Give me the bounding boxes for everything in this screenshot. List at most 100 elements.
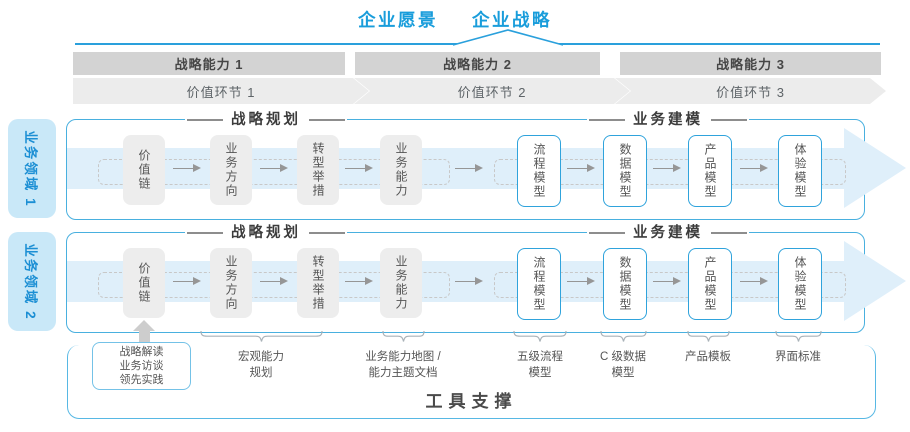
strategy-title: 企业战略 bbox=[472, 10, 552, 30]
box-product-model: 产品模型 bbox=[688, 248, 732, 320]
brace-connector bbox=[600, 331, 647, 342]
header-line-icon bbox=[711, 232, 747, 234]
process-row-2: 战略规划 业务建模 价值链 业务方向 转型举措 业务能力 流程模型 数据模型 产… bbox=[66, 223, 906, 333]
box-experience-model-text: 体验模型 bbox=[793, 256, 807, 312]
box-transformation-initiatives-text: 转型举措 bbox=[311, 142, 325, 198]
header-line-icon bbox=[187, 232, 223, 234]
section-header-planning: 战略规划 bbox=[185, 110, 347, 130]
section-header-planning-text: 战略规划 bbox=[231, 225, 301, 241]
section-header-modeling-text: 业务建模 bbox=[633, 112, 703, 128]
box-product-model-text: 产品模型 bbox=[703, 143, 717, 199]
box-data-model: 数据模型 bbox=[603, 135, 647, 207]
flow-arrow-icon bbox=[455, 277, 483, 285]
box-process-model-text: 流程模型 bbox=[532, 256, 546, 312]
annotation-capability-map: 业务能力地图 / 能力主题文档 bbox=[365, 351, 441, 379]
placeholder-dashed-box bbox=[98, 272, 450, 298]
up-arrow-icon bbox=[133, 320, 155, 331]
domain-label-2: 业务领域 2 bbox=[8, 232, 56, 331]
annotation-process-model: 五级流程 模型 bbox=[517, 351, 563, 379]
value-link-chevron-1: 价值环节 1 bbox=[73, 78, 369, 104]
box-product-model: 产品模型 bbox=[688, 135, 732, 207]
box-business-capability-text: 业务能力 bbox=[394, 255, 408, 311]
brace-connector bbox=[687, 331, 730, 342]
caret-up-icon bbox=[452, 29, 564, 46]
placeholder-dashed-box bbox=[494, 159, 846, 185]
domain-label-1: 业务领域 1 bbox=[8, 119, 56, 218]
flow-arrow-icon bbox=[740, 277, 768, 285]
section-header-modeling: 业务建模 bbox=[587, 223, 749, 243]
box-business-direction: 业务方向 bbox=[210, 135, 252, 205]
box-experience-model-text: 体验模型 bbox=[793, 143, 807, 199]
flow-arrow-icon bbox=[260, 277, 288, 285]
annotation-product-template: 产品模板 bbox=[685, 351, 731, 363]
brace-connector bbox=[775, 331, 822, 342]
header-line-icon bbox=[589, 119, 625, 121]
annotation-ui-standard: 界面标准 bbox=[775, 351, 821, 363]
box-business-direction: 业务方向 bbox=[210, 248, 252, 318]
box-value-chain-text: 价值链 bbox=[137, 262, 151, 304]
practice-input-box: 战略解读 业务访谈 领先实践 bbox=[92, 342, 191, 390]
value-link-chevron-2: 价值环节 2 bbox=[354, 78, 630, 104]
header-line-icon bbox=[711, 119, 747, 121]
annotation-data-model: C 级数据 模型 bbox=[600, 351, 646, 379]
placeholder-dashed-box bbox=[494, 272, 846, 298]
section-header-modeling: 业务建模 bbox=[587, 110, 749, 130]
value-link-chevron-3: 价值环节 3 bbox=[615, 78, 886, 104]
flow-arrow-icon bbox=[653, 277, 681, 285]
brace-connector bbox=[200, 331, 323, 342]
box-product-model-text: 产品模型 bbox=[703, 256, 717, 312]
box-value-chain-text: 价值链 bbox=[137, 149, 151, 191]
flow-arrow-icon bbox=[455, 164, 483, 172]
box-business-direction-text: 业务方向 bbox=[224, 142, 238, 198]
flow-arrow-icon bbox=[740, 164, 768, 172]
domain-label-2-text: 业务领域 2 bbox=[23, 242, 38, 321]
box-experience-model: 体验模型 bbox=[778, 135, 822, 207]
header-line-icon bbox=[309, 232, 345, 234]
box-business-direction-text: 业务方向 bbox=[224, 255, 238, 311]
flow-arrow-icon bbox=[345, 164, 373, 172]
box-process-model: 流程模型 bbox=[517, 135, 561, 207]
brace-connector bbox=[513, 331, 567, 342]
capability-bar-2: 战略能力 2 bbox=[355, 52, 600, 75]
box-transformation-initiatives-text: 转型举措 bbox=[311, 255, 325, 311]
section-header-planning: 战略规划 bbox=[185, 223, 347, 243]
flow-arrow-icon bbox=[567, 164, 595, 172]
box-data-model-text: 数据模型 bbox=[618, 143, 632, 199]
placeholder-dashed-box bbox=[98, 159, 450, 185]
box-transformation-initiatives: 转型举措 bbox=[297, 248, 339, 318]
annotation-macro-capability: 宏观能力 规划 bbox=[238, 351, 284, 379]
process-row-1: 战略规划 业务建模 价值链 业务方向 转型举措 业务能力 流程模型 数据模型 产… bbox=[66, 110, 906, 220]
header-line-icon bbox=[187, 119, 223, 121]
brace-connector bbox=[382, 331, 425, 342]
tool-support-label: 工具支撑 bbox=[425, 392, 518, 411]
flow-arrow-icon bbox=[567, 277, 595, 285]
section-header-modeling-text: 业务建模 bbox=[633, 225, 703, 241]
header-line-icon bbox=[309, 119, 345, 121]
capability-bar-1: 战略能力 1 bbox=[73, 52, 345, 75]
box-data-model-text: 数据模型 bbox=[618, 256, 632, 312]
capability-bar-3: 战略能力 3 bbox=[620, 52, 881, 75]
box-transformation-initiatives: 转型举措 bbox=[297, 135, 339, 205]
box-business-capability: 业务能力 bbox=[380, 135, 422, 205]
box-process-model-text: 流程模型 bbox=[532, 143, 546, 199]
box-business-capability-text: 业务能力 bbox=[394, 142, 408, 198]
box-value-chain: 价值链 bbox=[123, 135, 165, 205]
page-title: 企业愿景 企业战略 bbox=[0, 7, 910, 32]
vision-title: 企业愿景 bbox=[358, 10, 438, 30]
flow-arrow-icon bbox=[653, 164, 681, 172]
up-arrow-stem bbox=[139, 331, 150, 342]
flow-arrow-icon bbox=[173, 277, 201, 285]
box-data-model: 数据模型 bbox=[603, 248, 647, 320]
flow-arrow-right-icon bbox=[844, 241, 906, 321]
box-process-model: 流程模型 bbox=[517, 248, 561, 320]
flow-arrow-icon bbox=[345, 277, 373, 285]
flow-arrow-right-icon bbox=[844, 128, 906, 208]
box-experience-model: 体验模型 bbox=[778, 248, 822, 320]
box-value-chain: 价值链 bbox=[123, 248, 165, 318]
tool-support-container: 工具支撑 bbox=[67, 345, 876, 419]
box-business-capability: 业务能力 bbox=[380, 248, 422, 318]
flow-arrow-icon bbox=[173, 164, 201, 172]
domain-label-1-text: 业务领域 1 bbox=[23, 129, 38, 208]
section-header-planning-text: 战略规划 bbox=[231, 112, 301, 128]
